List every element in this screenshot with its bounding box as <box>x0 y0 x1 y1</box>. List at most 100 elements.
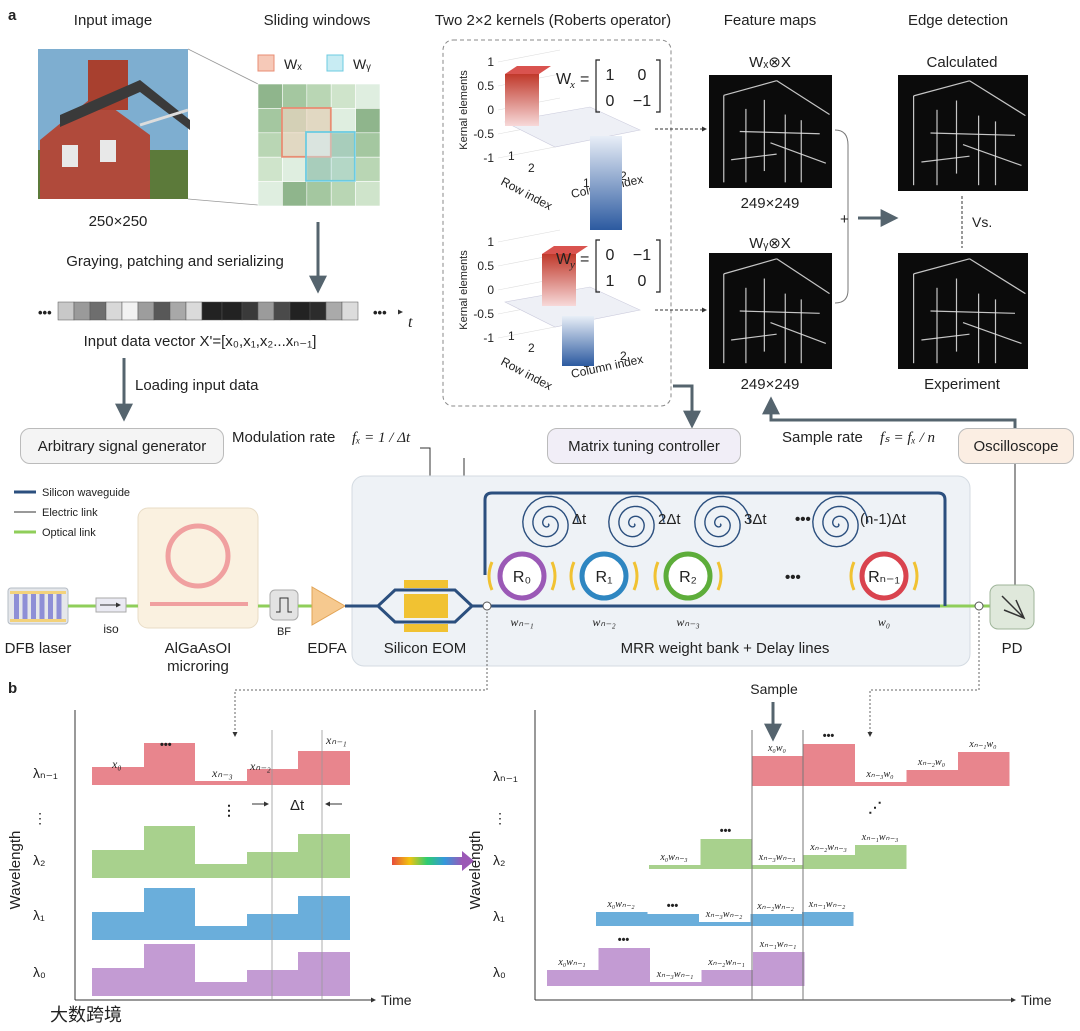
vector-cell <box>153 301 171 321</box>
weighted-pulse-label: xₙ₋₁w₀ <box>968 739 997 750</box>
grid-cell <box>355 83 381 109</box>
svg-text:=: = <box>580 71 589 88</box>
bandpass-filter-icon <box>269 589 299 621</box>
grid-cell <box>330 108 356 134</box>
z-tick: 0 <box>487 103 494 117</box>
plus-sign: + <box>840 211 849 228</box>
modulation-rate-label: Modulation rate <box>232 429 335 446</box>
grid-cell <box>282 108 308 134</box>
wavelength-label: λ₂ <box>493 852 505 868</box>
weighted-pulse-label: ••• <box>823 730 835 742</box>
weighted-pulse <box>752 865 804 869</box>
z-axis-label: Kernal elements <box>458 250 470 330</box>
weighted-pulse-label: xₙ₋₁wₙ₋₂ <box>808 899 846 910</box>
chip-area <box>351 475 971 667</box>
weighted-pulse <box>753 952 805 986</box>
pulse-segment <box>92 968 144 996</box>
vector-cell <box>221 301 243 321</box>
weighted-pulse-label: x₀wₙ₋₂ <box>606 899 635 910</box>
weighted-pulse <box>958 752 1010 786</box>
pulse-segment <box>92 912 144 940</box>
grid-cell <box>330 156 356 182</box>
vector-cell <box>169 301 187 321</box>
sample-rate-equation: fₛ = fₓ / n <box>880 430 935 446</box>
pulse-segment <box>195 864 247 878</box>
ring-label: R₂ <box>679 569 697 586</box>
weighted-pulse-label: xₙ₋₃wₙ₋₂ <box>705 909 743 920</box>
z-tick: 0 <box>487 283 494 297</box>
pulse-segment <box>247 769 298 785</box>
kernel-bar-positive <box>542 254 576 306</box>
pulse-segment <box>144 944 195 996</box>
sample-label: Sample <box>750 681 798 697</box>
col-index-tick: 2 <box>620 169 627 183</box>
experiment-label: Experiment <box>924 376 1001 393</box>
kernel-bar-negative <box>562 316 594 366</box>
weighted-pulse-label: ••• <box>720 825 732 837</box>
wavelength-label: ⋮ <box>33 810 47 826</box>
ring-label: Rₙ₋₁ <box>868 569 900 586</box>
pulse-label: xₙ₋₂ <box>249 759 271 773</box>
weighted-pulse <box>650 982 702 986</box>
time-axis-label: Time <box>1021 992 1052 1008</box>
feature-map-wy-image <box>709 253 832 369</box>
wavelength-label: λ₁ <box>33 907 45 923</box>
weighted-pulse-label: xₙ₋₁wₙ₋₃ <box>861 832 899 843</box>
rainbow-arrow <box>392 857 462 865</box>
grid-cell <box>257 181 283 207</box>
col-index-tick: 2 <box>620 349 627 363</box>
edfa-label: EDFA <box>307 640 346 657</box>
mrr-ring <box>579 551 629 601</box>
kernel-box <box>442 39 672 407</box>
weighted-pulse-label: xₙ₋₃wₙ₋₁ <box>656 969 694 980</box>
pulse-segment <box>298 751 350 785</box>
weighted-pulse <box>699 922 751 926</box>
pulse-segment <box>247 914 298 940</box>
wavelength-axis-label: Wavelength <box>7 831 24 910</box>
weighted-pulse <box>855 845 907 869</box>
feature-map-bottom-size: 249×249 <box>741 376 800 393</box>
delay-spiral-icon <box>608 495 665 548</box>
wy-window <box>305 131 356 182</box>
pulse-segment <box>298 952 350 996</box>
pulse-label: xₙ₋₁ <box>325 733 347 747</box>
row-index-tick: 2 <box>528 161 535 175</box>
vector-dots-left: ••• <box>38 305 52 320</box>
grid-cell <box>306 108 332 134</box>
input-image-title: Input image <box>74 12 152 29</box>
weighted-pulse-label: xₙ₋₁wₙ₋₁ <box>759 939 797 950</box>
z-tick: 1 <box>487 55 494 69</box>
vector-cell <box>309 301 327 321</box>
panel-label-a: a <box>8 7 17 24</box>
vector-dots-right: ••• <box>373 305 387 320</box>
pulse-segment <box>195 926 247 940</box>
wy-swatch <box>326 54 344 72</box>
watermark: 大数跨境 <box>50 1005 122 1025</box>
pulse-segment <box>195 982 247 996</box>
input-image-size: 250×250 <box>89 213 148 230</box>
grid-cell <box>257 108 283 134</box>
vs-label: Vs. <box>972 214 992 230</box>
svg-text:⋰: ⋰ <box>868 799 882 815</box>
kernel-matrix-entry: −1 <box>633 93 651 110</box>
ring-weight: wₙ₋₂ <box>592 615 615 629</box>
mrr-ring <box>663 551 713 601</box>
vector-cell <box>257 301 275 321</box>
pulse-segment <box>92 767 144 785</box>
z-tick: 0.5 <box>477 79 494 93</box>
arbitrary-signal-generator-box: Arbitrary signal generator <box>20 428 224 464</box>
weighted-pulse <box>752 756 804 786</box>
svg-text:⋮: ⋮ <box>222 802 236 818</box>
wavelength-label: λ₁ <box>493 908 505 924</box>
grid-cell <box>257 83 283 109</box>
kernel-matrix-entry: 0 <box>638 273 647 290</box>
row-index-tick: 2 <box>528 341 535 355</box>
vector-cell <box>105 301 123 321</box>
vector-cell <box>273 301 291 321</box>
grid-cell <box>306 83 332 109</box>
z-tick: -0.5 <box>473 127 494 141</box>
weighted-pulse-label: x₀wₙ₋₁ <box>557 957 585 968</box>
